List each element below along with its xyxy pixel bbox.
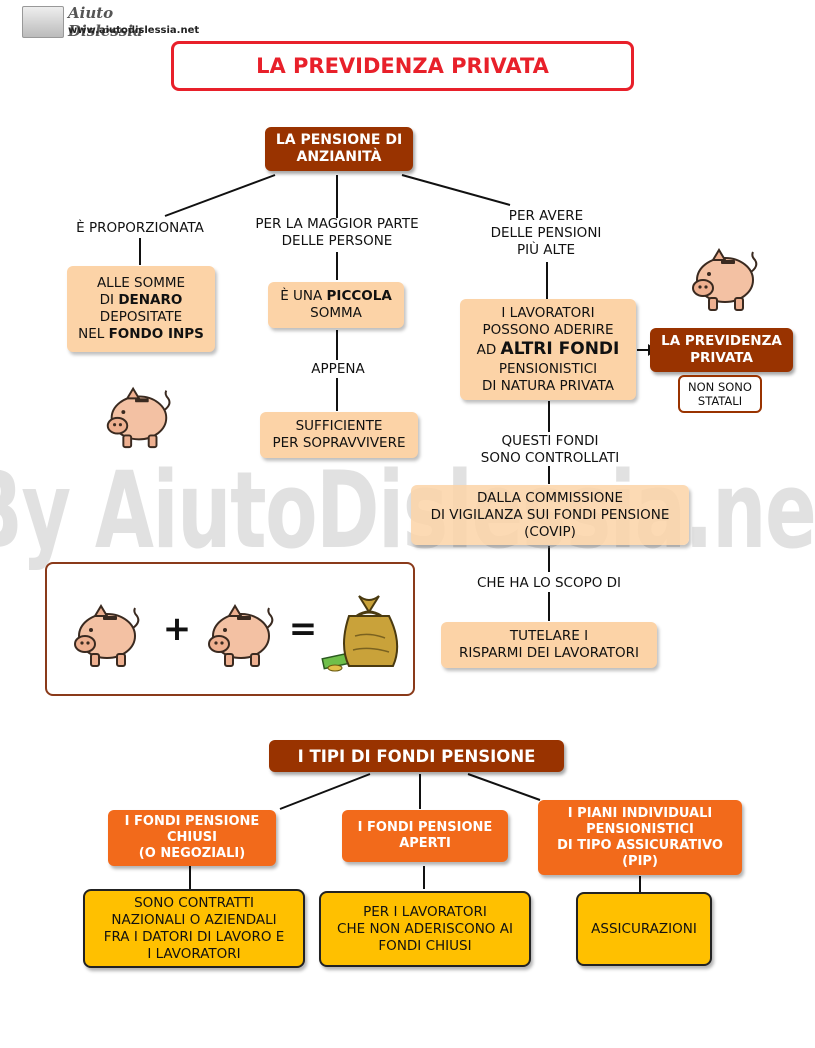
label-maggior-parte: PER LA MAGGIOR PARTE DELLE PERSONE	[255, 216, 419, 249]
box-line: NEL FONDO INPS	[78, 326, 204, 342]
site-logo[interactable]: Aiuto Dislessia www.aiutodislessia.net	[22, 4, 199, 40]
box-line: DEPOSITATE	[99, 309, 183, 325]
logo-brand: Aiuto Dislessia	[68, 4, 143, 40]
label-pensioni-alte: PER AVERE DELLE PENSIONI PIÙ ALTE	[490, 208, 602, 258]
root-line-2: ANZIANITÀ	[296, 149, 382, 165]
root-line-1: LA PENSIONE DI	[275, 132, 403, 148]
page-title: LA PREVIDENZA PRIVATA	[171, 41, 634, 91]
equals-sign: =	[288, 609, 318, 649]
box-somme-denaro: ALLE SOMME DI DENARO DEPOSITATE NEL FOND…	[67, 266, 215, 352]
label-controllati: QUESTI FONDI SONO CONTROLLATI	[480, 433, 620, 466]
box-covip: DALLA COMMISSIONE DI VIGILANZA SUI FONDI…	[411, 485, 689, 545]
box-sopravvivere: SUFFICIENTE PER SOPRAVVIVERE	[260, 412, 418, 458]
type-fondi-chiusi: I FONDI PENSIONE CHIUSI (O NEGOZIALI)	[108, 810, 276, 866]
desc-fondi-aperti: PER I LAVORATORI CHE NON ADERISCONO AI F…	[319, 891, 531, 967]
plus-sign: +	[162, 609, 192, 649]
label-proporzionata: È PROPORZIONATA	[76, 220, 204, 236]
box-piccola-somma: È UNA PICCOLA SOMMA	[268, 282, 404, 328]
money-bag-icon	[321, 595, 399, 672]
box-line: ALLE SOMME	[96, 275, 186, 291]
equation-illustration: + =	[45, 562, 415, 696]
note-non-statali: NON SONO STATALI	[678, 375, 762, 413]
root-tipi-fondi: I TIPI DI FONDI PENSIONE	[269, 740, 564, 772]
box-altri-fondi: I LAVORATORI POSSONO ADERIRE AD ALTRI FO…	[460, 299, 636, 400]
box-previdenza-privata: LA PREVIDENZA PRIVATA	[650, 328, 793, 372]
piggy-bank-icon	[65, 592, 145, 672]
desc-fondi-chiusi: SONO CONTRATTI NAZIONALI O AZIENDALI FRA…	[83, 889, 305, 968]
logo-url: www.aiutodislessia.net	[68, 25, 200, 36]
desc-pip: ASSICURAZIONI	[576, 892, 712, 966]
label-appena: APPENA	[311, 361, 365, 377]
root-pensione-anzianita: LA PENSIONE DI ANZIANITÀ	[265, 127, 413, 171]
piggy-bank-icon	[683, 236, 763, 316]
piggy-bank-icon	[199, 592, 279, 672]
piggy-bank-icon	[98, 375, 176, 453]
box-tutelare: TUTELARE I RISPARMI DEI LAVORATORI	[441, 622, 657, 668]
label-scopo: CHE HA LO SCOPO DI	[476, 575, 622, 591]
type-pip: I PIANI INDIVIDUALI PENSIONISTICI DI TIP…	[538, 800, 742, 875]
book-icon	[22, 6, 64, 38]
box-line: DI DENARO	[99, 292, 183, 308]
type-fondi-aperti: I FONDI PENSIONE APERTI	[342, 810, 508, 862]
